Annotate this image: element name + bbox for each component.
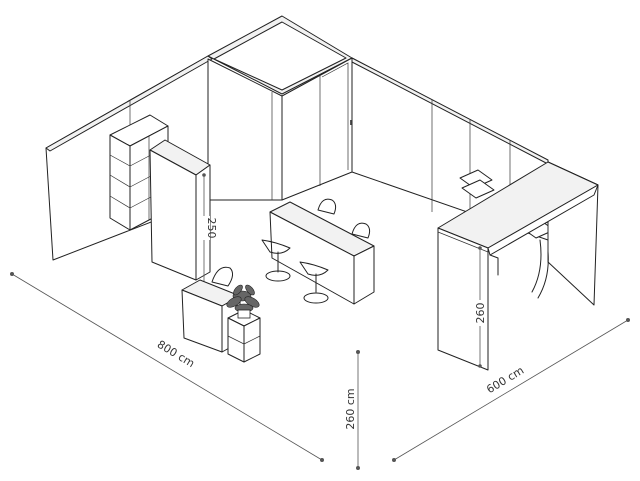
bar-stools bbox=[261, 239, 329, 304]
bar-table bbox=[269, 201, 375, 305]
panel-height-label: 250 bbox=[205, 218, 218, 239]
wall-height-label: 260 cm bbox=[344, 388, 357, 429]
tall-panel bbox=[149, 139, 211, 281]
corner-room bbox=[207, 15, 353, 201]
depth-label: 600 cm bbox=[484, 364, 526, 396]
depth-dimension: 600 cm bbox=[392, 318, 630, 462]
wall-height-dimension: 260 cm bbox=[343, 350, 360, 470]
plant-icon bbox=[226, 284, 260, 319]
counter-height-dimension: 260 bbox=[474, 246, 487, 368]
counter-height-label: 260 bbox=[474, 303, 487, 324]
panel-height-dimension: 250 bbox=[198, 173, 218, 287]
chairs-back bbox=[317, 198, 371, 239]
reception-counter bbox=[437, 161, 599, 371]
length-dimension: 800 cm bbox=[10, 272, 324, 462]
length-label: 800 cm bbox=[155, 338, 197, 370]
